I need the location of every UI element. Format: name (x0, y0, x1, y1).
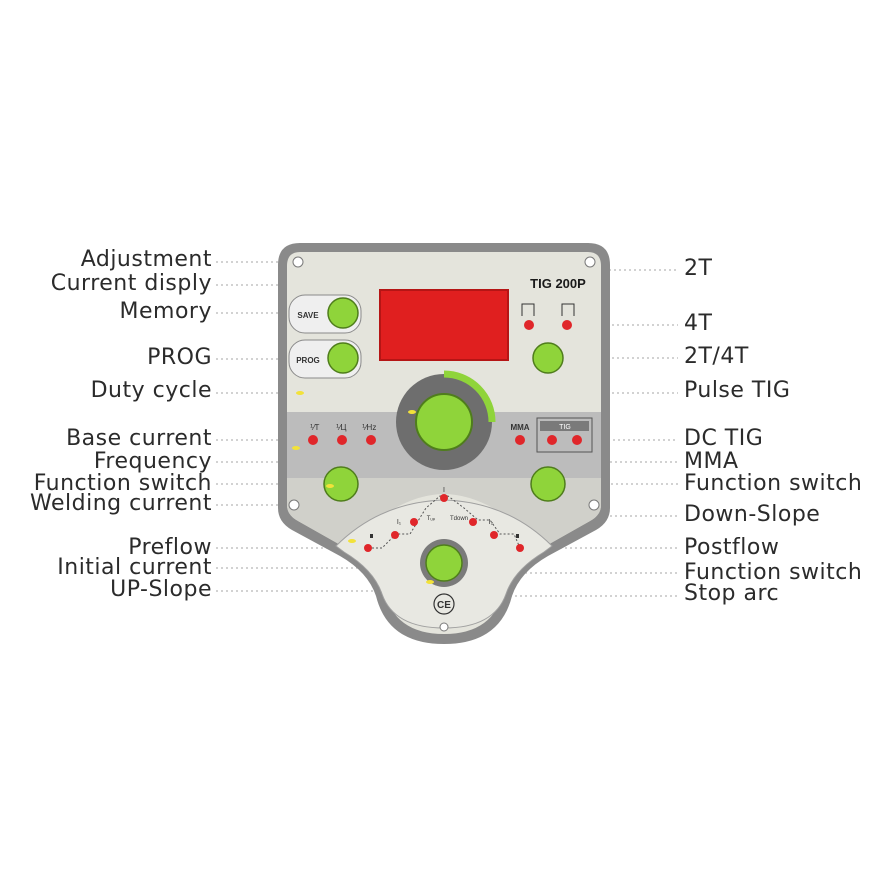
label-postflow: Postflow (684, 535, 780, 560)
tig-mode-box (536, 417, 593, 453)
label-up-slope: UP-Slope (110, 577, 212, 602)
function-symbol: ⅟Hz (362, 423, 376, 432)
screw (292, 256, 304, 268)
label-adjustment: Adjustment (80, 247, 212, 272)
led-2t (524, 320, 534, 330)
label-2t: 2T (684, 256, 713, 281)
save-button[interactable] (327, 297, 359, 329)
seq-label-t-down: Tdown (450, 516, 468, 522)
seq-label-initial: I₁ (397, 519, 402, 526)
function-switch-left[interactable] (323, 466, 359, 502)
led-frequency (366, 435, 376, 445)
label-function-switch-right: Function switch (684, 471, 863, 496)
led-knob (408, 410, 416, 414)
screw (439, 622, 449, 632)
seq-label-t-up: Tᵤₚ (427, 516, 436, 522)
led-base-current (308, 435, 318, 445)
led-mma (515, 435, 525, 445)
led-down-slope (469, 518, 477, 526)
label-initial-current: Initial current (57, 555, 212, 580)
seq-label-peak: I (443, 487, 445, 494)
function-symbol: ⅟Ц (336, 423, 347, 432)
adjustment-knob[interactable] (415, 393, 473, 451)
led-postflow (516, 544, 524, 552)
tig-label: TIG (559, 424, 571, 431)
label-dc-tig: DC TIG (684, 426, 764, 451)
function-switch-right[interactable] (530, 466, 566, 502)
label-down-slope: Down-Slope (684, 502, 821, 527)
screw (288, 499, 300, 511)
led-final-current (490, 531, 498, 539)
screw (584, 256, 596, 268)
prog-button[interactable] (327, 342, 359, 374)
screw (588, 499, 600, 511)
label-2t-4t: 2T/4T (684, 344, 749, 369)
gas-icon (516, 534, 519, 538)
mma-label: MMA (510, 423, 529, 432)
ce-mark-ring (433, 593, 455, 615)
label-memory: Memory (119, 299, 212, 324)
sequence-curve (368, 495, 521, 549)
prog-button-label: PROG (296, 356, 320, 365)
gas-icon (370, 534, 373, 538)
label-pulse-tig: Pulse TIG (684, 378, 791, 403)
tig-mode-header (540, 421, 589, 431)
function-symbol: ⅟T (310, 423, 320, 432)
led-duty-cycle (296, 391, 304, 395)
ce-mark: CE (437, 600, 451, 611)
label-mma: MMA (684, 449, 739, 474)
led-initial-current (391, 531, 399, 539)
function-switch-bottom[interactable] (425, 544, 463, 582)
led-up-slope (410, 518, 418, 526)
label-preflow: Preflow (128, 535, 212, 560)
model-name: TIG 200P (530, 276, 586, 291)
mode-icons (521, 303, 575, 316)
led-dc-tig (572, 435, 582, 445)
seq-label-final: I₂ (489, 519, 494, 526)
led-yellow-preflow (348, 539, 356, 543)
save-button-label: SAVE (297, 311, 319, 320)
label-stop-arc: Stop arc (684, 581, 780, 606)
label-function-switch-bottom: Function switch (684, 560, 863, 585)
led-pulse (337, 435, 347, 445)
label-base-current: Base current (66, 426, 212, 451)
label-4t: 4T (684, 311, 713, 336)
led-4t (562, 320, 572, 330)
led-peak-current (440, 494, 448, 502)
led-bottom (426, 580, 434, 584)
mode-2t-4t-button[interactable] (532, 342, 564, 374)
label-welding-current: Welding current (30, 491, 212, 516)
label-frequency: Frequency (93, 449, 212, 474)
led-preflow (364, 544, 372, 552)
current-display (379, 289, 509, 361)
led-yellow-left (292, 446, 300, 450)
label-current-display: Current disply (50, 271, 212, 296)
led-pulse-tig (547, 435, 557, 445)
label-duty-cycle: Duty cycle (90, 378, 212, 403)
label-function-switch: Function switch (33, 471, 212, 496)
label-prog: PROG (147, 345, 212, 370)
